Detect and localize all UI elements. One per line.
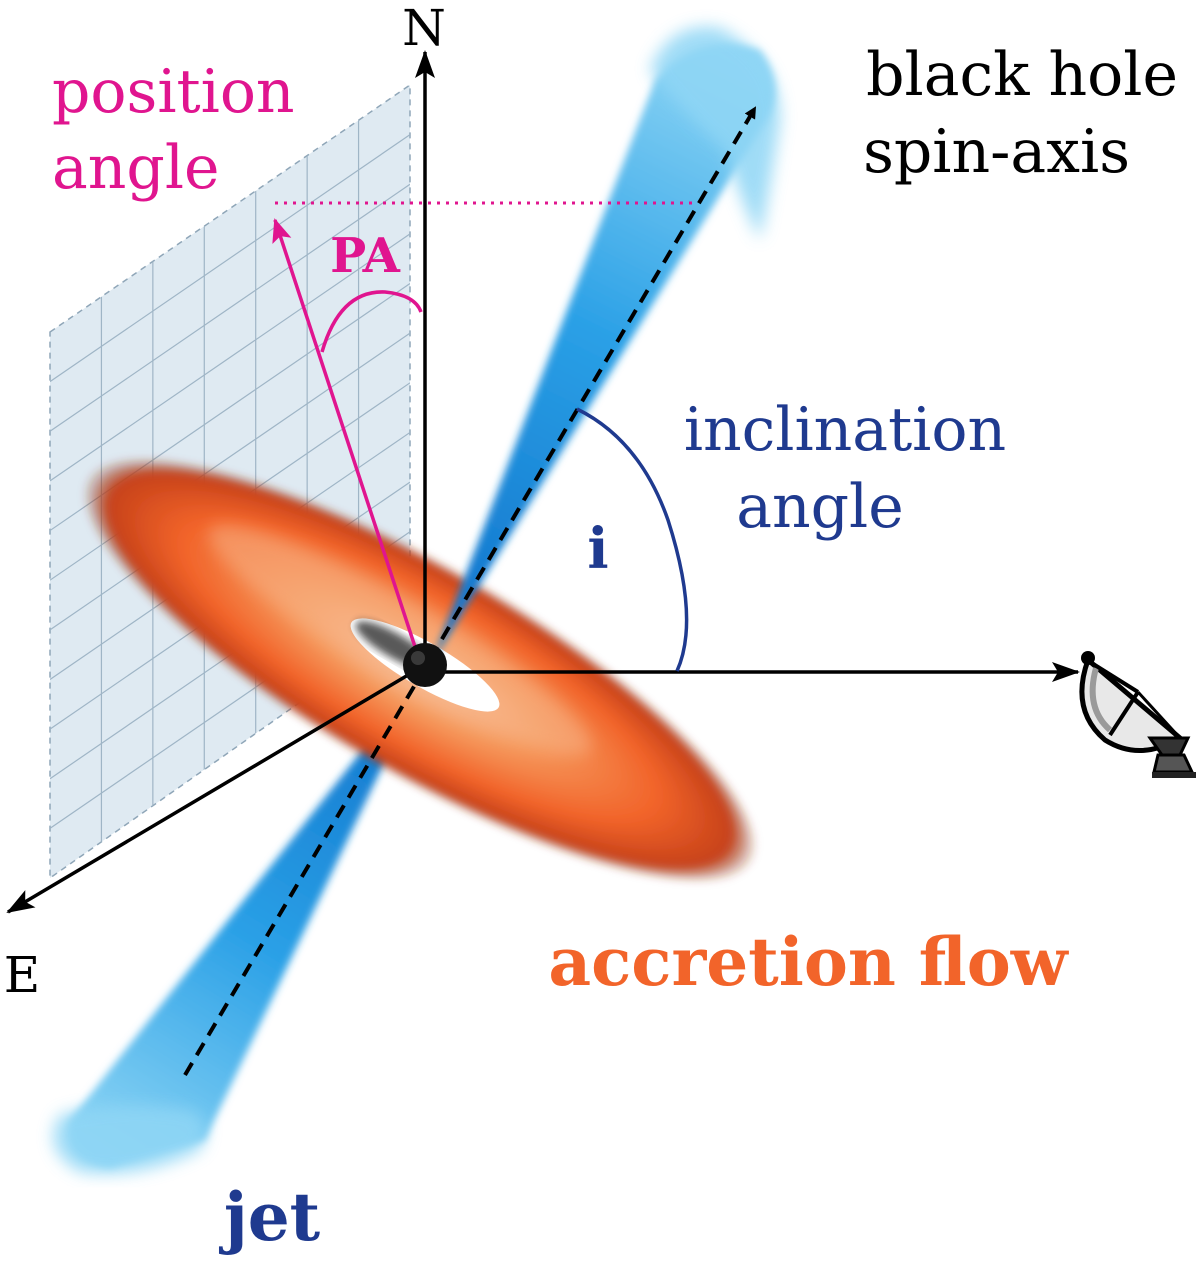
black-hole [403, 643, 447, 687]
pa-symbol-label: PA [330, 228, 401, 284]
jet-label: jet [219, 1178, 321, 1256]
grid-line-horizontal [50, 134, 410, 383]
lower-jet [53, 662, 432, 1174]
north-label: N [402, 0, 446, 57]
east-label: E [4, 946, 41, 1004]
radio-telescope-icon [1079, 651, 1196, 778]
spin-axis-label-line1: black hole [866, 40, 1178, 110]
inclination-symbol-label: i [587, 516, 608, 582]
inclination-label-line2: angle [736, 472, 904, 542]
east-axis [6, 663, 426, 914]
inclination-label-line1: inclination [684, 395, 1006, 465]
grid-line-horizontal [50, 233, 410, 482]
accretion-flow-label: accretion flow [548, 923, 1069, 1001]
spin-axis-label-line2: spin-axis [863, 117, 1130, 187]
position-angle-label-line2: angle [52, 133, 220, 203]
pa-arc [320, 290, 423, 353]
position-angle-label-line1: position [52, 57, 295, 127]
spin-axis-line [183, 106, 757, 1077]
position-angle-vector [272, 218, 422, 663]
inclination-arc [576, 407, 689, 672]
grid-line-horizontal [50, 183, 410, 432]
